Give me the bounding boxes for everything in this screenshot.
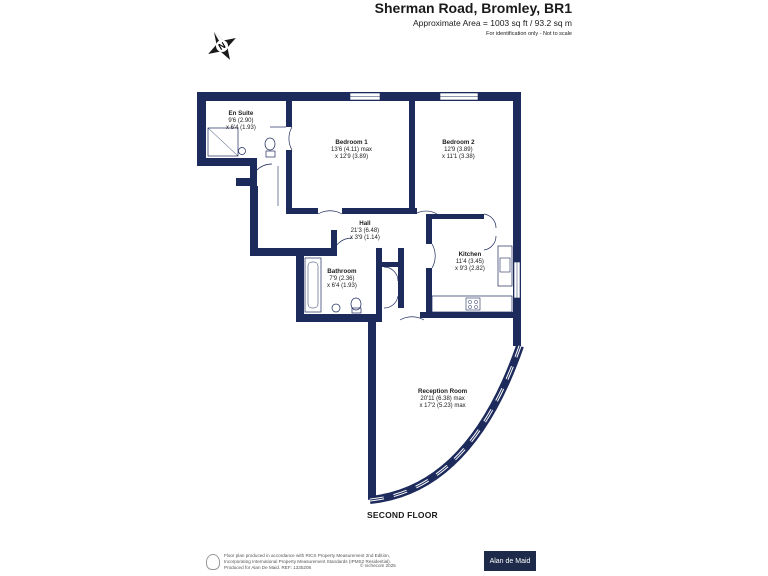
wall-ensuite-left	[197, 92, 206, 165]
room-bathroom: Bathroom 7'9 (2.36) x 6'4 (1.93)	[327, 268, 357, 289]
hob	[465, 297, 481, 311]
footer-copyright: © nichecom 2025	[360, 563, 396, 568]
floor-label: SECOND FLOOR	[367, 510, 438, 520]
door	[317, 210, 343, 215]
door	[249, 163, 273, 187]
wall-hall-left	[250, 186, 258, 256]
scale-note: For identification only - Not to scale	[486, 31, 572, 37]
compass-letter: N	[217, 40, 228, 52]
footer-notes: Floor plan produced in accordance with R…	[224, 553, 391, 570]
eco-leaf-icon	[206, 554, 220, 570]
kitchen-counter	[497, 245, 513, 287]
shower-tray	[207, 127, 239, 157]
room-kitchen: Kitchen 11'4 (3.45) x 9'3 (2.82)	[455, 251, 485, 272]
door	[399, 316, 425, 321]
room-en-suite: En Suite 9'6 (2.90) x 6'4 (1.93)	[226, 110, 256, 131]
toilet	[264, 137, 276, 151]
compass-icon	[208, 32, 236, 60]
page-title: Sherman Road, Bromley, BR1	[374, 0, 572, 16]
door	[431, 243, 436, 269]
sink	[499, 257, 511, 273]
room-hall: Hall 21'3 (6.48) x 3'9 (1.14)	[350, 220, 380, 241]
basin	[238, 147, 246, 155]
brand-logo: Alan de Maid	[484, 551, 536, 571]
room-reception: Reception Room 20'11 (6.38) max x 17'2 (…	[418, 388, 468, 409]
room-bedroom-1: Bedroom 1 13'6 (4.11) max x 12'9 (3.89)	[331, 139, 373, 160]
door	[288, 126, 293, 151]
wall-right	[513, 92, 521, 337]
bath	[304, 257, 322, 313]
wall-bay	[369, 344, 524, 504]
room-bedroom-2: Bedroom 2 12'9 (3.89) x 11'1 (3.38)	[442, 139, 475, 160]
approx-area: Approximate Area = 1003 sq ft / 93.2 sq …	[413, 18, 572, 28]
